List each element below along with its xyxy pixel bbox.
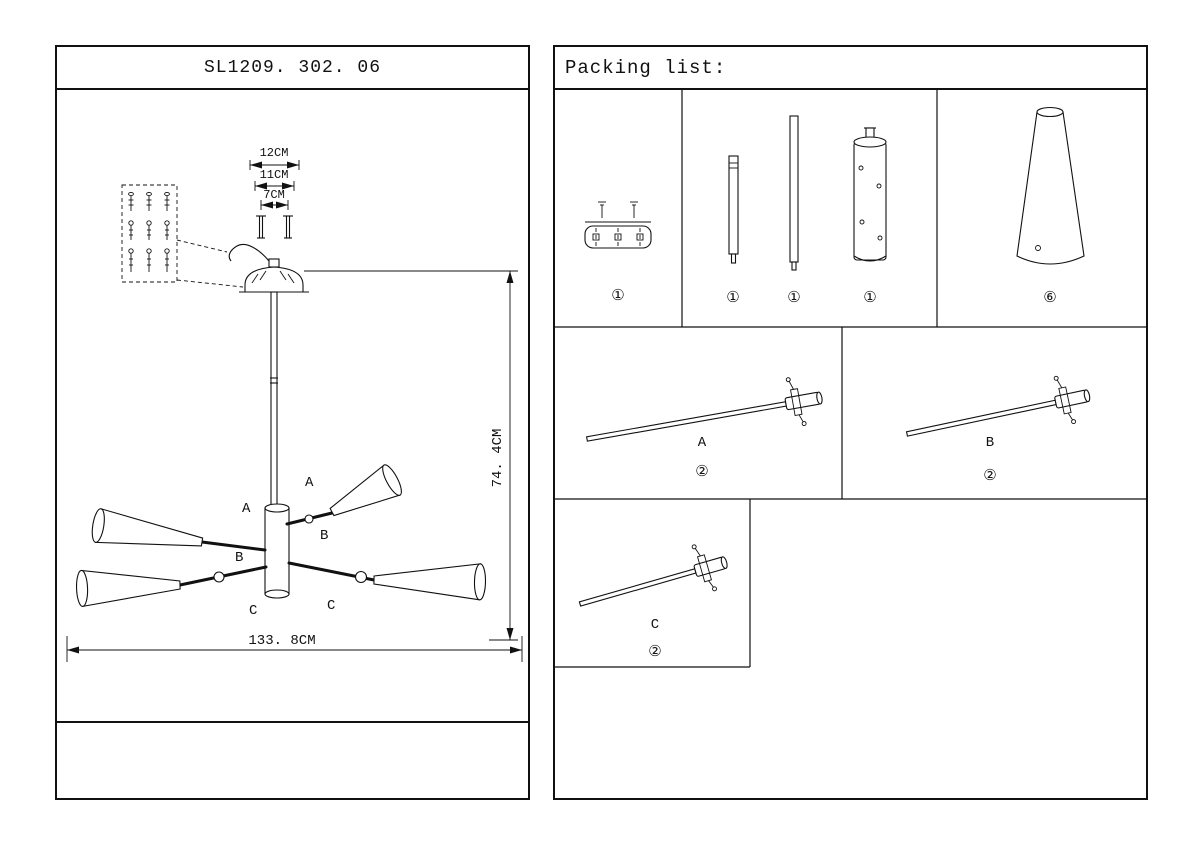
- qty-arm-a: ②: [695, 462, 708, 480]
- fastener-detail-box: [121, 184, 244, 288]
- shade-right: [373, 563, 487, 601]
- model-number: SL1209. 302. 06: [57, 47, 528, 90]
- width-dimension: 133. 8CM: [66, 633, 523, 662]
- swivel-joint: [354, 570, 368, 584]
- packing-list-grid: ① ① ① ①: [555, 90, 1146, 668]
- packing-item-canopy: ①: [584, 201, 652, 304]
- label-a2: A: [305, 475, 314, 491]
- packing-item-arm-b: B ②: [905, 375, 1091, 484]
- shade-left: [91, 508, 204, 547]
- packing-item-arm-c: C ②: [578, 544, 728, 660]
- shade-upper-right: [329, 464, 402, 517]
- ceiling-canopy: [228, 243, 309, 293]
- height-dimension: 74. 4CM: [304, 270, 518, 641]
- shade-lower-left: [75, 569, 181, 608]
- arm-c-label: C: [651, 617, 659, 633]
- swivel-joint: [213, 571, 225, 583]
- grid-lines: [555, 90, 1146, 668]
- packing-item-rod-long: ①: [787, 115, 801, 306]
- suspension-rod: [270, 291, 278, 509]
- label-b2: B: [320, 528, 328, 544]
- power-wire: [228, 243, 270, 262]
- mounting-studs: [256, 215, 293, 239]
- dim-11cm: 11CM: [260, 168, 289, 182]
- arm-a-label: A: [698, 435, 707, 451]
- qty-arm-c: ②: [648, 642, 661, 660]
- label-c2: C: [327, 598, 335, 614]
- packing-item-rod-short: ①: [726, 155, 740, 306]
- dim-7cm: 7CM: [263, 188, 285, 202]
- dim-width: 133. 8CM: [248, 633, 315, 649]
- arm-b-label: B: [986, 435, 994, 451]
- top-dimensions: 12CM 11CM 7CM: [249, 146, 300, 210]
- swivel-joint: [304, 514, 314, 524]
- packing-list-title: Packing list:: [555, 47, 1146, 90]
- label-a1: A: [242, 501, 251, 517]
- left-panel-footer: [57, 721, 528, 798]
- center-hub: [264, 503, 290, 599]
- dim-12cm: 12CM: [260, 146, 289, 160]
- arms: [178, 511, 376, 587]
- qty-rod-short: ①: [726, 288, 739, 306]
- qty-arm-b: ②: [983, 466, 996, 484]
- qty-socket-cylinder: ①: [863, 288, 876, 306]
- packing-item-cone-shade: ⑥: [1016, 106, 1085, 306]
- label-b1: B: [235, 550, 243, 566]
- spec-panel: SL1209. 302. 06: [55, 45, 530, 800]
- packing-item-socket-cylinder: ①: [853, 127, 887, 306]
- chandelier-technical-drawing: 12CM 11CM 7CM: [66, 146, 523, 662]
- qty-canopy: ①: [611, 286, 624, 304]
- packing-list-panel: Packing list: ①: [553, 45, 1148, 800]
- qty-cone-shade: ⑥: [1043, 288, 1056, 306]
- packing-item-arm-a: A ②: [585, 377, 823, 480]
- dim-height: 74. 4CM: [490, 429, 506, 488]
- label-c1: C: [249, 603, 257, 619]
- qty-rod-long: ①: [787, 288, 800, 306]
